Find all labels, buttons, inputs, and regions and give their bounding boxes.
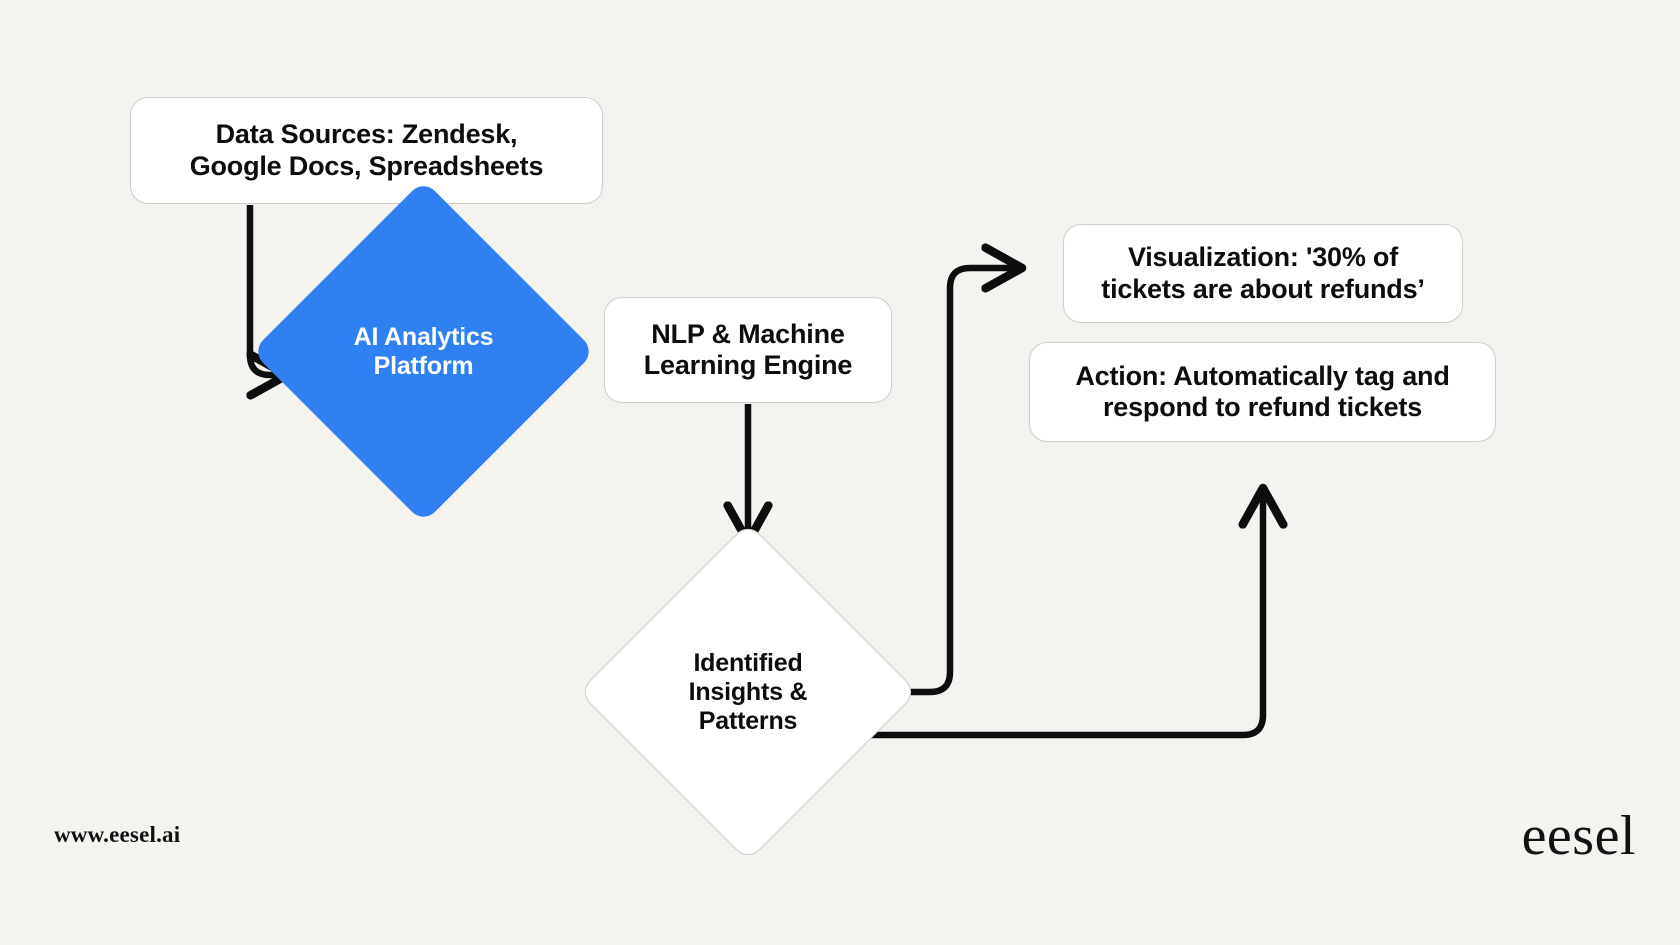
node-nlp-ml-engine-line2: Learning Engine bbox=[643, 350, 853, 380]
node-visualization-line2: tickets are about refunds’ bbox=[1101, 273, 1425, 304]
node-identified-insights-line2: Insights & bbox=[688, 677, 808, 706]
node-nlp-ml-engine-line1: NLP & Machine bbox=[651, 318, 845, 349]
node-data-sources-line1: Data Sources: Zendesk, bbox=[215, 119, 518, 150]
eesel-logo: eesel bbox=[1521, 805, 1636, 867]
node-visualization-line1: Visualization: '30% of bbox=[1127, 242, 1399, 273]
node-ai-analytics-platform[interactable]: AI Analytics Platform bbox=[251, 179, 596, 524]
footer-website-url[interactable]: www.eesel.ai bbox=[54, 822, 181, 847]
node-data-sources-label: Data Sources: Zendesk, Google Docs, Spre… bbox=[172, 119, 562, 182]
node-nlp-ml-engine-label: NLP & Machine Learning Engine bbox=[626, 319, 871, 382]
node-ai-analytics-platform-label: AI Analytics Platform bbox=[302, 230, 545, 473]
node-nlp-ml-engine[interactable]: NLP & Machine Learning Engine bbox=[604, 297, 892, 403]
node-ai-analytics-platform-line2: Platform bbox=[373, 351, 474, 380]
node-action[interactable]: Action: Automatically tag and respond to… bbox=[1029, 342, 1496, 442]
node-action-line1: Action: Automatically tag and bbox=[1075, 360, 1450, 391]
node-visualization[interactable]: Visualization: '30% of tickets are about… bbox=[1063, 224, 1463, 323]
node-visualization-label: Visualization: '30% of tickets are about… bbox=[1083, 242, 1442, 305]
node-data-sources[interactable]: Data Sources: Zendesk, Google Docs, Spre… bbox=[130, 97, 603, 204]
node-identified-insights-label: Identified Insights & Patterns bbox=[628, 572, 868, 812]
node-identified-insights[interactable]: Identified Insights & Patterns bbox=[578, 522, 918, 862]
node-identified-insights-line1: Identified bbox=[693, 648, 803, 677]
node-ai-analytics-platform-line1: AI Analytics bbox=[353, 322, 494, 351]
node-data-sources-line2: Google Docs, Spreadsheets bbox=[189, 150, 544, 181]
node-action-line2: respond to refund tickets bbox=[1102, 392, 1423, 422]
node-identified-insights-line3: Patterns bbox=[698, 706, 798, 735]
node-action-label: Action: Automatically tag and respond to… bbox=[1057, 361, 1467, 424]
